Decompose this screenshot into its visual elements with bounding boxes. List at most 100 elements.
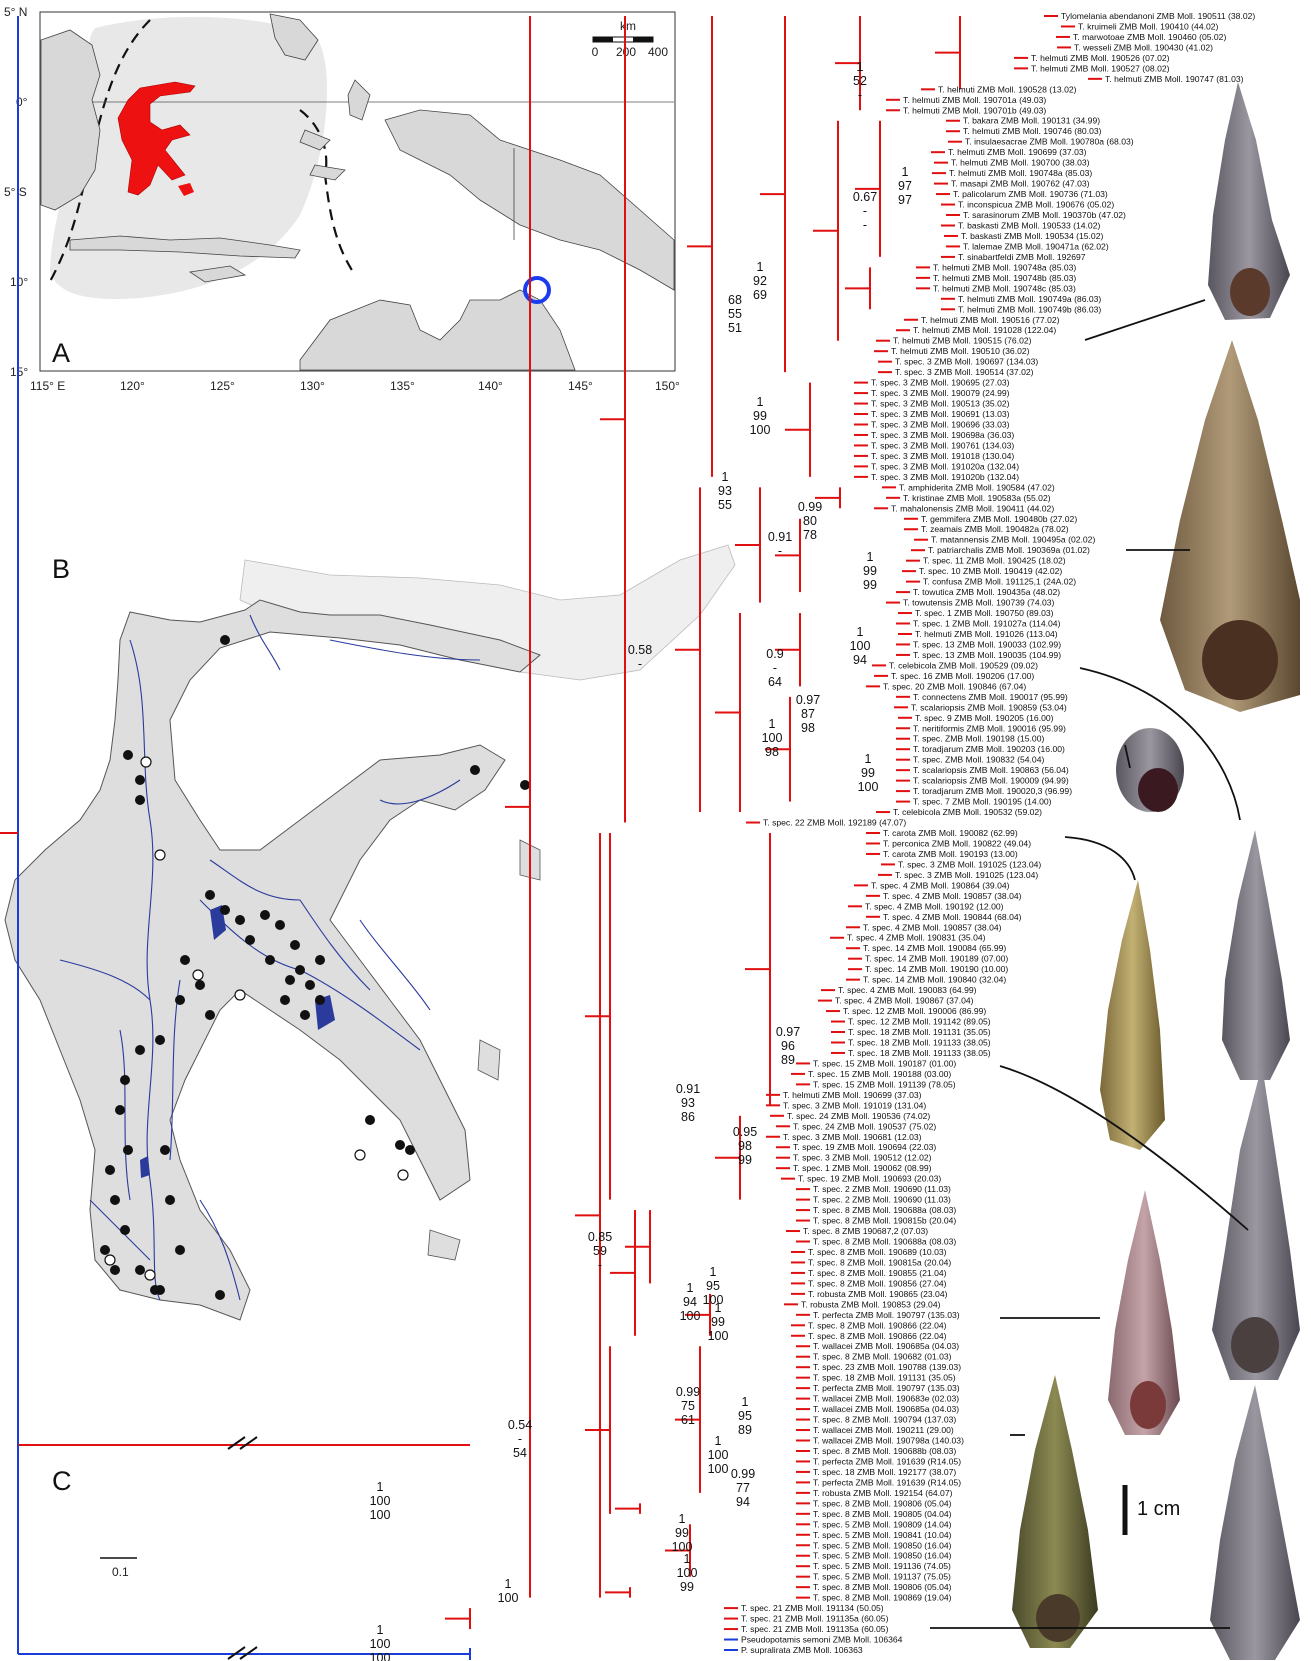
tip-label: T. spec. 3 ZMB Moll. 190514 (37.02) bbox=[895, 367, 1034, 377]
tip-label: T. helmuti ZMB Moll. 191026 (113.04) bbox=[915, 629, 1058, 639]
tip-label: T. wallacei ZMB Moll. 190685a (04.03) bbox=[813, 1341, 959, 1351]
tip-label: T. spec. 3 ZMB Moll. 191025 (123.04) bbox=[898, 859, 1041, 869]
tip-label: T. spec. 5 ZMB Moll. 190809 (14.04) bbox=[813, 1519, 952, 1529]
support-value: 1 bbox=[687, 1281, 694, 1295]
phylogeny-tip-labels: Tylomelania abendanoni ZMB Moll. 190511 … bbox=[741, 11, 1255, 1655]
support-value: 100 bbox=[762, 731, 783, 745]
lon-label: 130° bbox=[300, 379, 325, 393]
tip-label: T. insulaesacrae ZMB Moll. 190780a (68.0… bbox=[965, 137, 1134, 147]
tip-label: T. gemmifera ZMB Moll. 190480b (27.02) bbox=[921, 514, 1077, 524]
support-value: 97 bbox=[898, 179, 912, 193]
tip-label: T. helmuti ZMB Moll. 190749b (86.03) bbox=[958, 304, 1101, 314]
tip-label: T. helmuti ZMB Moll. 190701b (49.03) bbox=[903, 105, 1046, 115]
support-value: 0.99 bbox=[798, 500, 822, 514]
support-value: 78 bbox=[803, 528, 817, 542]
support-value: 64 bbox=[768, 675, 782, 689]
tip-label: T. spec. 7 ZMB Moll. 190195 (14.00) bbox=[913, 797, 1052, 807]
tip-label: T. mahalonensis ZMB Moll. 190411 (44.02) bbox=[891, 503, 1054, 513]
support-value: 1 bbox=[867, 550, 874, 564]
support-value: - bbox=[778, 544, 782, 558]
tip-label: T. spec. 3 ZMB Moll. 191020b (132.04) bbox=[871, 472, 1019, 482]
support-value: 80 bbox=[803, 514, 817, 528]
tip-label: T. toradjarum ZMB Moll. 190020,3 (96.99) bbox=[913, 786, 1072, 796]
shell-aperture bbox=[1230, 268, 1270, 316]
tip-label: T. spec. 18 ZMB Moll. 191133 (38.05) bbox=[848, 1037, 991, 1047]
tip-label: T. spec. 8 ZMB Moll. 190688a (08.03) bbox=[813, 1237, 956, 1247]
tip-label: T. helmuti ZMB Moll. 190748a (85.03) bbox=[933, 262, 1076, 272]
tip-label: T. spec. 3 ZMB Moll. 191025 (123.04) bbox=[895, 870, 1038, 880]
tip-label: T. robusta ZMB Moll. 190865 (23.04) bbox=[808, 1289, 948, 1299]
tip-label: T. scalariopsis ZMB Moll. 190859 (53.04) bbox=[911, 702, 1067, 712]
support-value: 100 bbox=[370, 1637, 391, 1651]
tip-label: T. spec. 5 ZMB Moll. 191137 (75.05) bbox=[813, 1572, 951, 1582]
tip-label: T. spec. 16 ZMB Moll. 190206 (17.00) bbox=[891, 671, 1034, 681]
tip-label: T. spec. 3 ZMB Moll. 190761 (134.03) bbox=[871, 440, 1014, 450]
tip-label: T. spec. 8 ZMB Moll. 190815b (20.04) bbox=[813, 1216, 956, 1226]
support-value: 61 bbox=[681, 1413, 695, 1427]
shell-spec5 bbox=[1210, 1385, 1300, 1660]
support-value: 1 bbox=[857, 625, 864, 639]
support-value: 95 bbox=[706, 1279, 720, 1293]
tip-label: T. spec. 8 ZMB Moll. 190855 (21.04) bbox=[808, 1268, 947, 1278]
tip-label: T. spec. 12 ZMB Moll. 190006 (86.99) bbox=[843, 1006, 986, 1016]
support-value: 98 bbox=[801, 721, 815, 735]
tip-label: T. toradjarum ZMB Moll. 190203 (16.00) bbox=[913, 744, 1065, 754]
tip-label: Tylomelania abendanoni ZMB Moll. 190511 … bbox=[1061, 11, 1255, 21]
tip-label: T. perfecta ZMB Moll. 191639 (R14.05) bbox=[813, 1456, 961, 1466]
tip-label: T. sarasinorum ZMB Moll. 190370b (47.02) bbox=[963, 210, 1126, 220]
shell-aperture bbox=[1202, 620, 1278, 700]
support-value: 1 bbox=[902, 165, 909, 179]
support-value: 1 bbox=[377, 1623, 384, 1637]
tip-label: T. spec. 1 ZMB Moll. 190750 (89.03) bbox=[915, 608, 1054, 618]
tip-label: T. perfecta ZMB Moll. 190797 (135.03) bbox=[813, 1383, 960, 1393]
tip-label: T. spec. 4 ZMB Moll. 190867 (37.04) bbox=[835, 996, 974, 1006]
support-value: 99 bbox=[680, 1580, 694, 1594]
tip-label: T. sinabartfeldi ZMB Moll. 192697 bbox=[958, 252, 1086, 262]
tip-label: T. spec. 18 ZMB Moll. 192177 (38.07) bbox=[813, 1467, 956, 1477]
tip-label: T. baskasti ZMB Moll. 190533 (14.02) bbox=[958, 220, 1100, 230]
tip-label: T. spec. 24 ZMB Moll. 190537 (75.02) bbox=[793, 1121, 936, 1131]
tip-label: T. spec. 19 ZMB Moll. 190693 (20.03) bbox=[798, 1174, 941, 1184]
support-value: 97 bbox=[898, 193, 912, 207]
tip-label: T. spec. 3 ZMB Moll. 191019 (131.04) bbox=[783, 1100, 926, 1110]
support-value: 1 bbox=[857, 60, 864, 74]
support-value: 0.91 bbox=[768, 530, 792, 544]
support-value: 0.91 bbox=[676, 1082, 700, 1096]
tip-label: T. palicolarum ZMB Moll. 190736 (71.03) bbox=[953, 189, 1108, 199]
support-value: 68 bbox=[728, 293, 742, 307]
support-value: 94 bbox=[736, 1495, 750, 1509]
tip-label: T. celebicola ZMB Moll. 190529 (09.02) bbox=[889, 660, 1038, 670]
tip-label: T. spec. 8 ZMB Moll. 190794 (137.03) bbox=[813, 1415, 956, 1425]
shell-scale-label: 1 cm bbox=[1137, 1498, 1180, 1520]
tip-label: T. robusta ZMB Moll. 190853 (29.04) bbox=[801, 1299, 941, 1309]
tip-label: T. marwotoae ZMB Moll. 190460 (05.02) bbox=[1073, 32, 1226, 42]
tree-scale-label: 0.1 bbox=[112, 1565, 129, 1579]
tip-label: T. spec. 14 ZMB Moll. 190084 (65.99) bbox=[863, 943, 1006, 953]
support-value: 100 bbox=[370, 1508, 391, 1522]
tip-label: T. towutensis ZMB Moll. 190739 (74.03) bbox=[903, 598, 1055, 608]
tip-label: T. spec. 3 ZMB Moll. 190697 (134.03) bbox=[895, 357, 1038, 367]
tip-label: T. carota ZMB Moll. 190082 (62.99) bbox=[883, 828, 1018, 838]
support-value: 1 bbox=[377, 1480, 384, 1494]
tip-label: T. spec. 4 ZMB Moll. 190192 (12.00) bbox=[865, 901, 1004, 911]
support-value: 95 bbox=[738, 1409, 752, 1423]
support-value: 86 bbox=[681, 1110, 695, 1124]
support-value: 0.67 bbox=[853, 190, 877, 204]
support-value: 92 bbox=[753, 274, 767, 288]
tip-label: T. helmuti ZMB Moll. 190526 (07.02) bbox=[1031, 53, 1170, 63]
tip-label: T. baskasti ZMB Moll. 190534 (15.02) bbox=[961, 231, 1103, 241]
support-value: 0.9 bbox=[766, 647, 783, 661]
support-value: 1 bbox=[679, 1512, 686, 1526]
support-value: 1 bbox=[757, 260, 764, 274]
tip-label: T. spec. 8 ZMB Moll. 190866 (22.04) bbox=[808, 1331, 947, 1341]
tip-label: T. helmuti ZMB Moll. 190748a (85.03) bbox=[949, 168, 1092, 178]
tip-label: T. connectens ZMB Moll. 190017 (95.99) bbox=[913, 692, 1068, 702]
support-value: 89 bbox=[781, 1053, 795, 1067]
support-value: 100 bbox=[750, 423, 771, 437]
support-value: 98 bbox=[765, 745, 779, 759]
tip-label: T. spec. 19 ZMB Moll. 190694 (22.03) bbox=[793, 1142, 936, 1152]
tip-label: T. spec. 8 ZMB Moll. 190688b (08.03) bbox=[813, 1446, 956, 1456]
support-value: 0.85 bbox=[588, 1230, 612, 1244]
lon-label: 115° E bbox=[30, 379, 65, 393]
tip-label: T. spec. 8 ZMB Moll. 190682 (01.03) bbox=[813, 1352, 952, 1362]
